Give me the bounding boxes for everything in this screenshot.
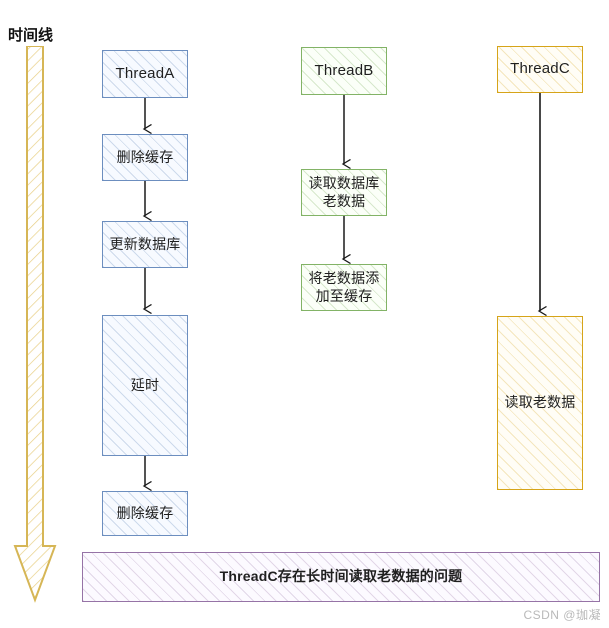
thread-b-step-2[interactable]: 将老数据添 加至缓存 xyxy=(301,264,387,311)
thread-b-step-1-line2: 老数据 xyxy=(322,192,366,209)
thread-a-header[interactable]: ThreadA xyxy=(102,50,188,98)
thread-a-step-4[interactable]: 删除缓存 xyxy=(102,491,188,536)
thread-b-step-2-line1: 将老数据添 xyxy=(308,270,380,286)
thread-b-header[interactable]: ThreadB xyxy=(301,47,387,95)
conclusion-banner[interactable]: ThreadC存在长时间读取老数据的问题 xyxy=(82,552,600,602)
thread-c-header[interactable]: ThreadC xyxy=(497,46,583,93)
thread-a-step-1[interactable]: 删除缓存 xyxy=(102,134,188,181)
thread-a-step-2[interactable]: 更新数据库 xyxy=(102,221,188,268)
thread-c-step-1[interactable]: 读取老数据 xyxy=(497,316,583,490)
timeline-arrow-icon xyxy=(13,46,57,603)
thread-a-step-3[interactable]: 延时 xyxy=(102,315,188,456)
thread-b-step-1[interactable]: 读取数据库 老数据 xyxy=(301,169,387,216)
thread-b-step-1-line1: 读取数据库 xyxy=(308,175,380,191)
timeline-label: 时间线 xyxy=(8,27,54,44)
thread-b-step-2-line2: 加至缓存 xyxy=(315,287,373,304)
csdn-watermark: CSDN @珈凝 xyxy=(523,608,601,622)
